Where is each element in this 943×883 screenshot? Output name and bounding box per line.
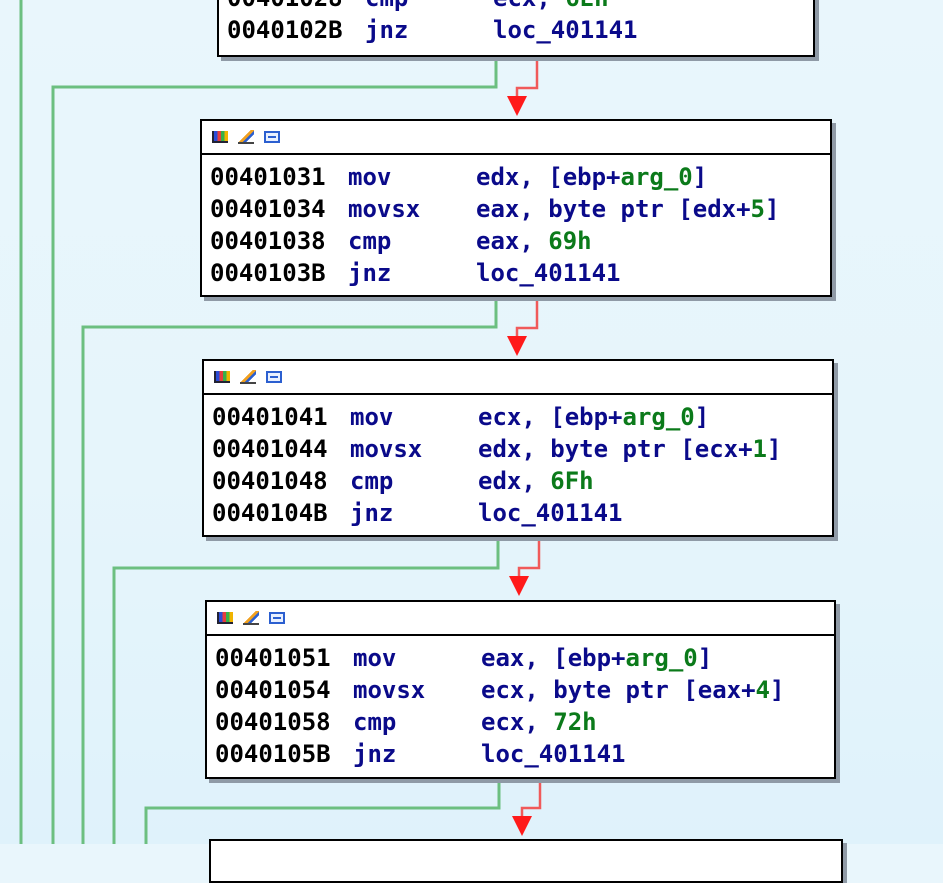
- instruction-line[interactable]: 0040102B jnz loc_401141: [227, 14, 805, 46]
- address: 0040104B: [212, 499, 328, 527]
- mnemonic: cmp: [353, 708, 397, 736]
- mnemonic: cmp: [365, 0, 493, 14]
- address: 00401031: [210, 163, 326, 191]
- text-view-icon[interactable]: [269, 612, 285, 624]
- immediate-value: 72h: [553, 708, 597, 736]
- address: 0040105B: [215, 740, 331, 768]
- false-edge-4: [144, 778, 501, 844]
- edit-icon[interactable]: [240, 370, 256, 384]
- address: 00401044: [212, 435, 328, 463]
- block-header: [202, 121, 830, 155]
- true-edge-1: [515, 55, 539, 96]
- immediate-value: 6Eh: [565, 0, 608, 12]
- immediate-value: 6Fh: [550, 467, 594, 495]
- mnemonic: jnz: [365, 16, 409, 44]
- operands: ecx, byte ptr [eax+4]: [481, 676, 785, 704]
- branch-target[interactable]: loc_401141: [493, 16, 638, 44]
- address: 00401041: [212, 403, 328, 431]
- address: 0040102B: [227, 16, 343, 44]
- instruction-line[interactable]: 00401048 cmp edx, 6Fh: [212, 465, 824, 497]
- edit-icon[interactable]: [243, 611, 259, 625]
- instruction-line[interactable]: 00401058 cmp ecx, 72h: [215, 706, 826, 738]
- immediate-value: 69h: [548, 227, 592, 255]
- operands: eax, [ebp+arg_0]: [481, 644, 713, 672]
- instruction-line[interactable]: 00401031 mov edx, [ebp+arg_0]: [210, 161, 822, 193]
- instruction-line[interactable]: 00401034 movsx eax, byte ptr [edx+5]: [210, 193, 822, 225]
- instruction-line[interactable]: 0040103B jnz loc_401141: [210, 257, 822, 289]
- code-block-4[interactable]: [209, 839, 843, 883]
- code-block-3[interactable]: 00401051 mov eax, [ebp+arg_0] 00401054 m…: [205, 600, 836, 779]
- false-edge-2: [81, 296, 498, 844]
- instruction-line[interactable]: 00401041 mov ecx, [ebp+arg_0]: [212, 401, 824, 433]
- graph-icon[interactable]: [212, 131, 228, 143]
- mnemonic: mov: [350, 403, 394, 431]
- address: 00401038: [210, 227, 326, 255]
- mnemonic: jnz: [350, 499, 394, 527]
- true-edge-3: [517, 536, 541, 576]
- block-header: [207, 602, 834, 636]
- instruction-line[interactable]: 00401054 movsx ecx, byte ptr [eax+4]: [215, 674, 826, 706]
- mnemonic: movsx: [348, 195, 421, 223]
- arrow-1: [507, 96, 527, 116]
- immediate-value: 5: [750, 195, 765, 223]
- immediate-value: 4: [755, 676, 770, 704]
- operands: eax, byte ptr [edx+5]: [476, 195, 780, 223]
- instruction-line[interactable]: 00401028 cmp ecx, 6Eh: [227, 0, 805, 14]
- argument-symbol: arg_0: [622, 403, 695, 431]
- text-view-icon[interactable]: [266, 371, 282, 383]
- false-edge-3: [112, 536, 500, 844]
- branch-target[interactable]: loc_401141: [481, 740, 626, 768]
- address: 00401058: [215, 708, 331, 736]
- mnemonic: mov: [348, 163, 392, 191]
- mnemonic: movsx: [353, 676, 426, 704]
- branch-target[interactable]: loc_401141: [476, 259, 621, 287]
- mnemonic: movsx: [350, 435, 423, 463]
- mnemonic: cmp: [350, 467, 394, 495]
- instruction-line[interactable]: 00401044 movsx edx, byte ptr [ecx+1]: [212, 433, 824, 465]
- edit-icon[interactable]: [238, 130, 254, 144]
- block-header: [204, 361, 832, 395]
- code-block-2[interactable]: 00401041 mov ecx, [ebp+arg_0] 00401044 m…: [202, 359, 834, 537]
- address: 00401048: [212, 467, 328, 495]
- address: 00401028: [227, 0, 365, 14]
- arrow-4: [512, 816, 532, 836]
- mnemonic: mov: [353, 644, 397, 672]
- argument-symbol: arg_0: [625, 644, 698, 672]
- operands: edx, byte ptr [ecx+1]: [478, 435, 782, 463]
- code-block-0[interactable]: 00401028 cmp ecx, 6Eh 0040102B jnz loc_4…: [217, 0, 815, 57]
- instruction-line[interactable]: 0040105B jnz loc_401141: [215, 738, 826, 770]
- operands: ecx, 6Eh: [493, 0, 805, 14]
- operands: ecx, 72h: [481, 708, 597, 736]
- graph-icon[interactable]: [217, 612, 233, 624]
- address: 0040103B: [210, 259, 326, 287]
- operands: ecx, [ebp+arg_0]: [478, 403, 710, 431]
- true-edge-4: [520, 778, 542, 816]
- address: 00401054: [215, 676, 331, 704]
- text-view-icon[interactable]: [264, 131, 280, 143]
- address: 00401051: [215, 644, 331, 672]
- arrow-3: [509, 576, 529, 596]
- false-edge-1: [51, 55, 498, 844]
- instruction-line[interactable]: 00401051 mov eax, [ebp+arg_0]: [215, 642, 826, 674]
- mnemonic: jnz: [353, 740, 397, 768]
- operands: edx, [ebp+arg_0]: [476, 163, 708, 191]
- code-block-1[interactable]: 00401031 mov edx, [ebp+arg_0] 00401034 m…: [200, 119, 832, 297]
- graph-icon[interactable]: [214, 371, 230, 383]
- arrow-2: [507, 336, 527, 356]
- address: 00401034: [210, 195, 326, 223]
- argument-symbol: arg_0: [620, 163, 693, 191]
- instruction-line[interactable]: 00401038 cmp eax, 69h: [210, 225, 822, 257]
- immediate-value: 1: [752, 435, 767, 463]
- instruction-line[interactable]: 0040104B jnz loc_401141: [212, 497, 824, 529]
- mnemonic: jnz: [348, 259, 392, 287]
- operands: eax, 69h: [476, 227, 592, 255]
- true-edge-2: [515, 296, 539, 336]
- control-flow-edges: [19, 0, 542, 844]
- mnemonic: cmp: [348, 227, 392, 255]
- branch-target[interactable]: loc_401141: [478, 499, 623, 527]
- operands: edx, 6Fh: [478, 467, 594, 495]
